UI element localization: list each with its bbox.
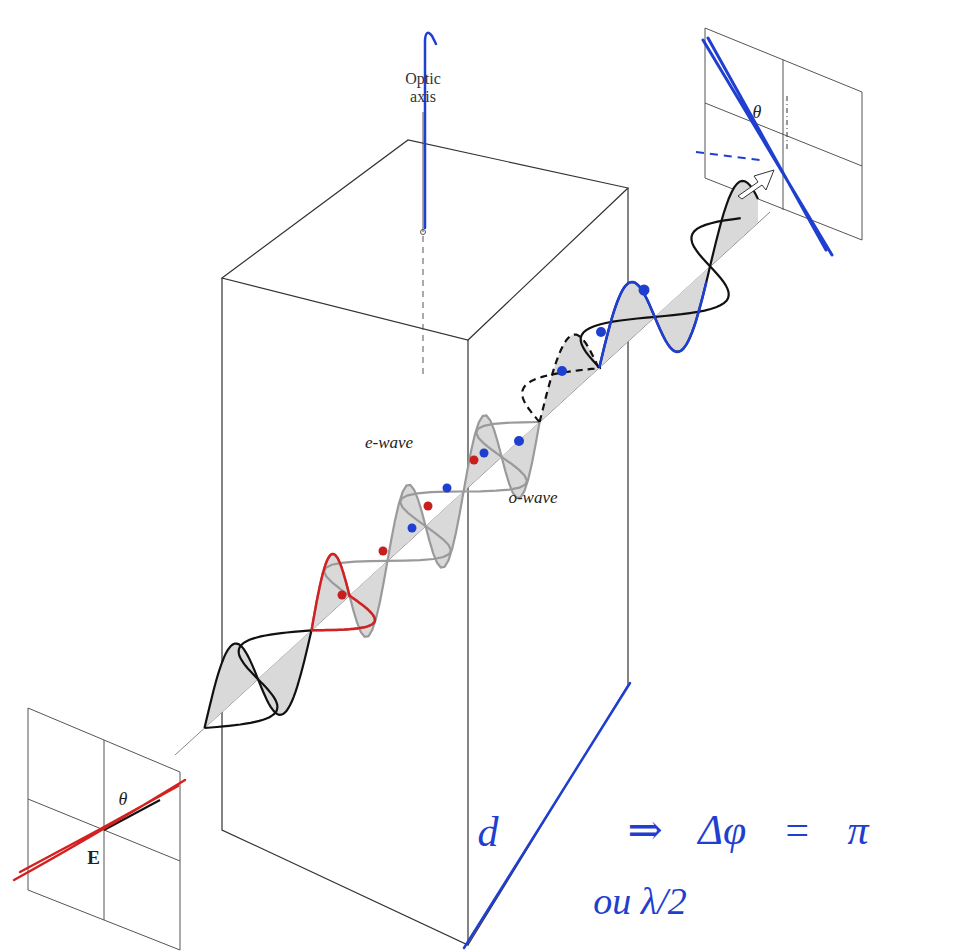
- handwritten-note: d: [478, 809, 499, 855]
- field-label: E⃗: [87, 848, 114, 869]
- e-wave-fill: [540, 335, 600, 423]
- e-wave-curve: [312, 416, 540, 637]
- blue-dots: [408, 285, 650, 533]
- e-wave-fill: [312, 416, 540, 637]
- o-wave-curve: [205, 630, 312, 728]
- handwritten-wave: [312, 595, 375, 630]
- optic-axis-dashed: [423, 236, 424, 378]
- optic-axis-point: [421, 230, 426, 235]
- handwritten-polarization: [703, 38, 832, 255]
- e-field-vector: [104, 800, 160, 830]
- panel-grid: [783, 60, 784, 210]
- wave-group: [205, 181, 759, 728]
- e-wave-curve: [540, 335, 600, 423]
- o-wave-curve: [522, 368, 601, 422]
- handwritten-note: ⇒ Δφ = π: [627, 807, 868, 853]
- axis-label: Optic axis: [398, 70, 448, 105]
- crystal-front: [222, 278, 468, 945]
- angle-label: θ: [753, 103, 762, 123]
- handwritten-reference: [696, 152, 760, 160]
- red-dots: [338, 456, 479, 600]
- reference-line: [787, 96, 788, 150]
- crystal-side: [468, 188, 628, 945]
- handwritten-wave: [599, 282, 706, 368]
- handwritten-note: ou λ/2: [593, 881, 687, 923]
- handwritten-wave: [312, 554, 350, 630]
- angle-label: θ: [119, 790, 128, 810]
- e-wave-curve: [205, 630, 312, 728]
- e-wave-curve: [599, 181, 758, 368]
- crystal-outline: [222, 140, 628, 945]
- e-wave-fill: [205, 630, 312, 728]
- e-wave-fill: [599, 181, 758, 368]
- optic-axis-line: [423, 112, 424, 232]
- direction-arrow: [738, 170, 774, 199]
- wave-label: o-wave: [508, 489, 557, 508]
- handwritten-axis: [425, 33, 436, 228]
- wave-label: e-wave: [365, 434, 413, 453]
- handwritten-polarization: [14, 780, 185, 880]
